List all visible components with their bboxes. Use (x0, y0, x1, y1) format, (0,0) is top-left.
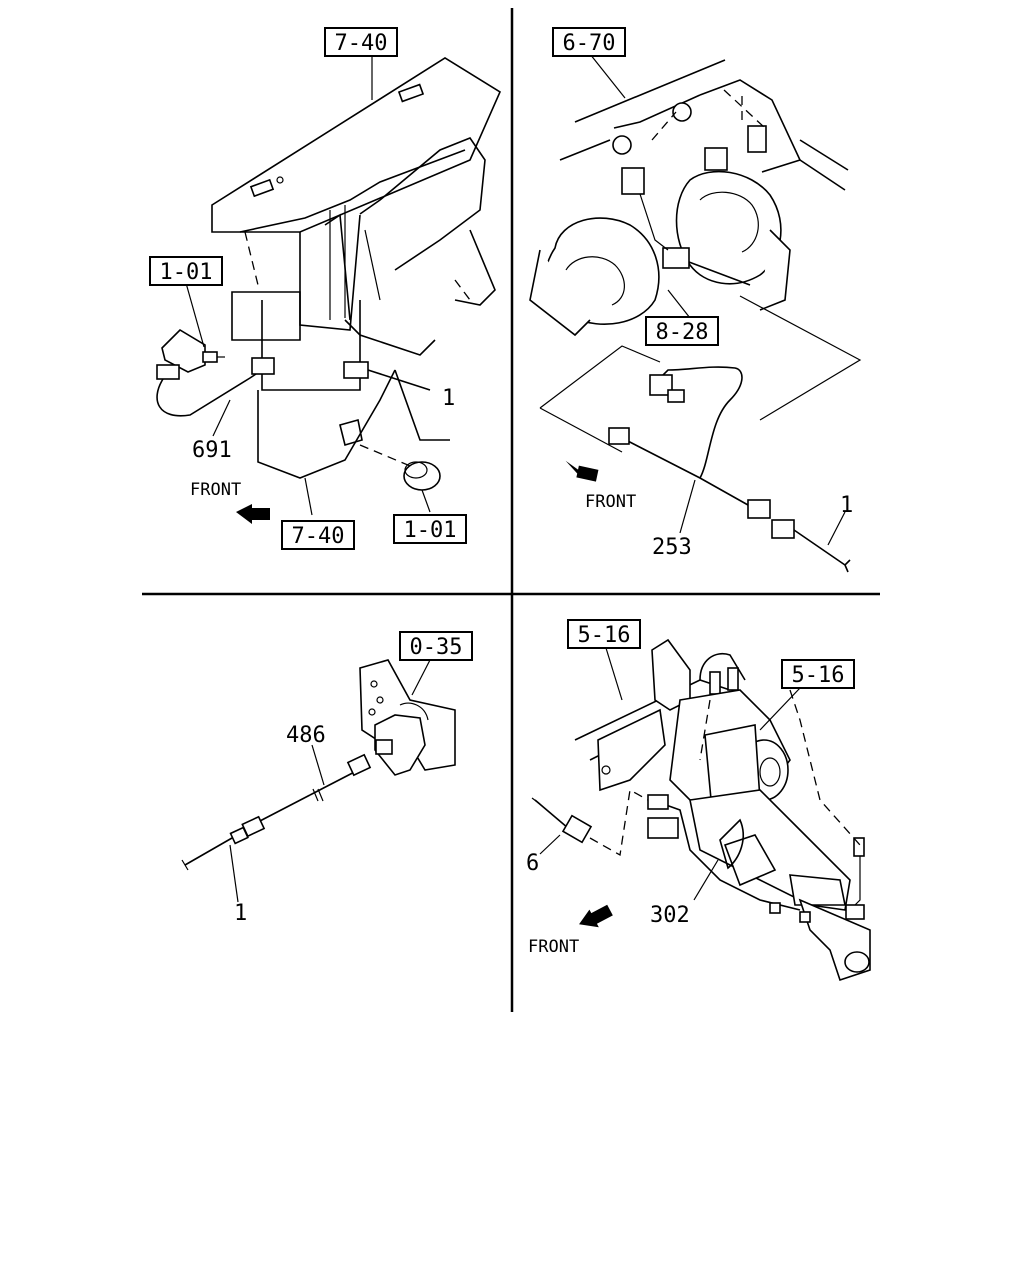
ref-1-01-right: 1-01 (404, 518, 457, 543)
part-number-486: 486 (286, 723, 326, 748)
leaders-tr (589, 53, 846, 546)
abs-harness (531, 788, 649, 857)
hydraulic-unit (574, 638, 871, 982)
ref-5-16-left: 5-16 (578, 623, 631, 648)
ref-box (399, 631, 473, 661)
front-label: FRONT (190, 480, 241, 500)
ref-box (645, 316, 719, 346)
sensor-harness (181, 753, 372, 871)
ref-box (567, 619, 641, 649)
ref-5-16-right: 5-16 (792, 663, 845, 688)
part-number-1: 1 (234, 901, 247, 926)
sensor-bracket (359, 659, 456, 776)
ref-box (324, 27, 398, 57)
leaders-bl (229, 659, 431, 903)
ref-box (393, 514, 467, 544)
part-number-253: 253 (652, 535, 692, 560)
dashboard-drawing (211, 57, 502, 479)
ref-7-40-top: 7-40 (335, 31, 388, 56)
horn-harness (539, 295, 862, 573)
leaders-br (539, 647, 801, 901)
switch-assembly (156, 328, 441, 491)
ref-box (781, 659, 855, 689)
part-number-302: 302 (650, 903, 690, 928)
part-number-6: 6 (526, 851, 539, 876)
ref-box (149, 256, 223, 286)
ref-6-70: 6-70 (563, 31, 616, 56)
ref-8-28: 8-28 (656, 320, 709, 345)
leaders-tl (185, 56, 431, 516)
part-number-691: 691 (192, 438, 232, 463)
ref-box (281, 520, 355, 550)
front-label: FRONT (585, 492, 636, 512)
ref-7-40-bottom: 7-40 (292, 524, 345, 549)
front-arrow-icon (236, 504, 270, 524)
front-label: FRONT (528, 937, 579, 957)
part-number-1: 1 (840, 493, 853, 518)
horn-assembly (529, 59, 849, 337)
ref-box (552, 27, 626, 57)
front-arrow-icon (565, 460, 599, 482)
ref-1-01-left: 1-01 (160, 260, 213, 285)
front-arrow-icon (579, 904, 613, 928)
part-number-1: 1 (442, 386, 455, 411)
ref-0-35: 0-35 (410, 635, 463, 660)
